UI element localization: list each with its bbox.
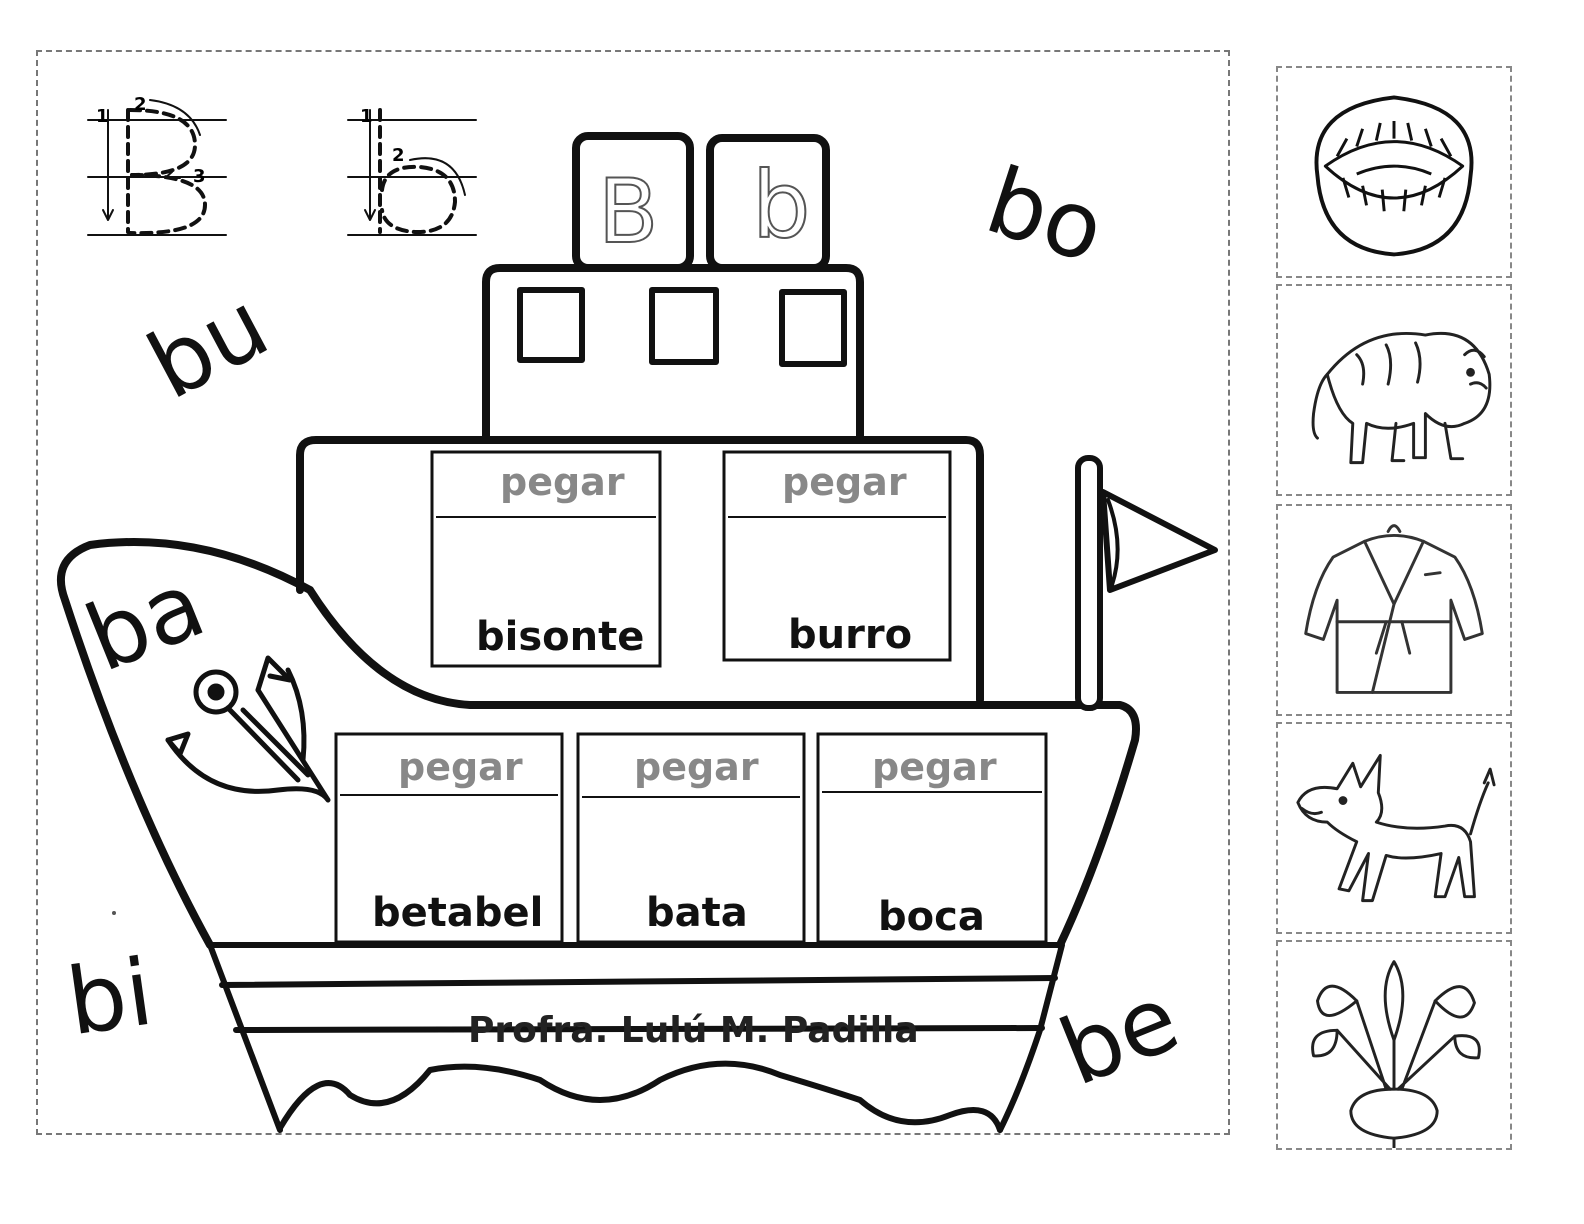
word-burro: burro: [788, 612, 913, 658]
bison-picture: [1311, 331, 1492, 465]
trace-step-lower-1: 1: [360, 106, 373, 127]
syllable-bi: bi: [60, 938, 159, 1057]
author-credit: Profra. Lulú M. Padilla: [468, 1010, 919, 1051]
donkey-picture: [1296, 753, 1496, 903]
trace-step-upper-2: 2: [134, 94, 147, 115]
word-boca: boca: [878, 894, 985, 940]
pegar-label-2: pegar: [782, 460, 907, 504]
trace-step-lower-2: 2: [392, 145, 405, 166]
cutout-card-robe[interactable]: [1276, 504, 1512, 716]
mouth-picture: [1314, 95, 1474, 257]
trace-step-upper-1: 1: [96, 106, 109, 127]
funnel-letter-lower: b: [751, 152, 811, 259]
pegar-label-4: pegar: [634, 745, 759, 789]
robe-picture: [1304, 524, 1484, 694]
word-bisonte: bisonte: [476, 614, 645, 660]
cutout-card-bison[interactable]: [1276, 284, 1512, 496]
worksheet-frame: [36, 50, 1230, 1135]
beet-picture: [1311, 960, 1481, 1148]
trace-step-upper-3: 3: [193, 166, 206, 187]
pegar-label-5: pegar: [872, 745, 997, 789]
pegar-label-1: pegar: [500, 460, 625, 504]
word-bata: bata: [646, 890, 748, 936]
pegar-label-3: pegar: [398, 745, 523, 789]
cutout-card-donkey[interactable]: [1276, 722, 1512, 934]
word-betabel: betabel: [372, 890, 544, 936]
cutout-card-mouth[interactable]: [1276, 66, 1512, 278]
cutout-card-beet[interactable]: [1276, 940, 1512, 1150]
funnel-letter-upper: B: [597, 160, 659, 263]
